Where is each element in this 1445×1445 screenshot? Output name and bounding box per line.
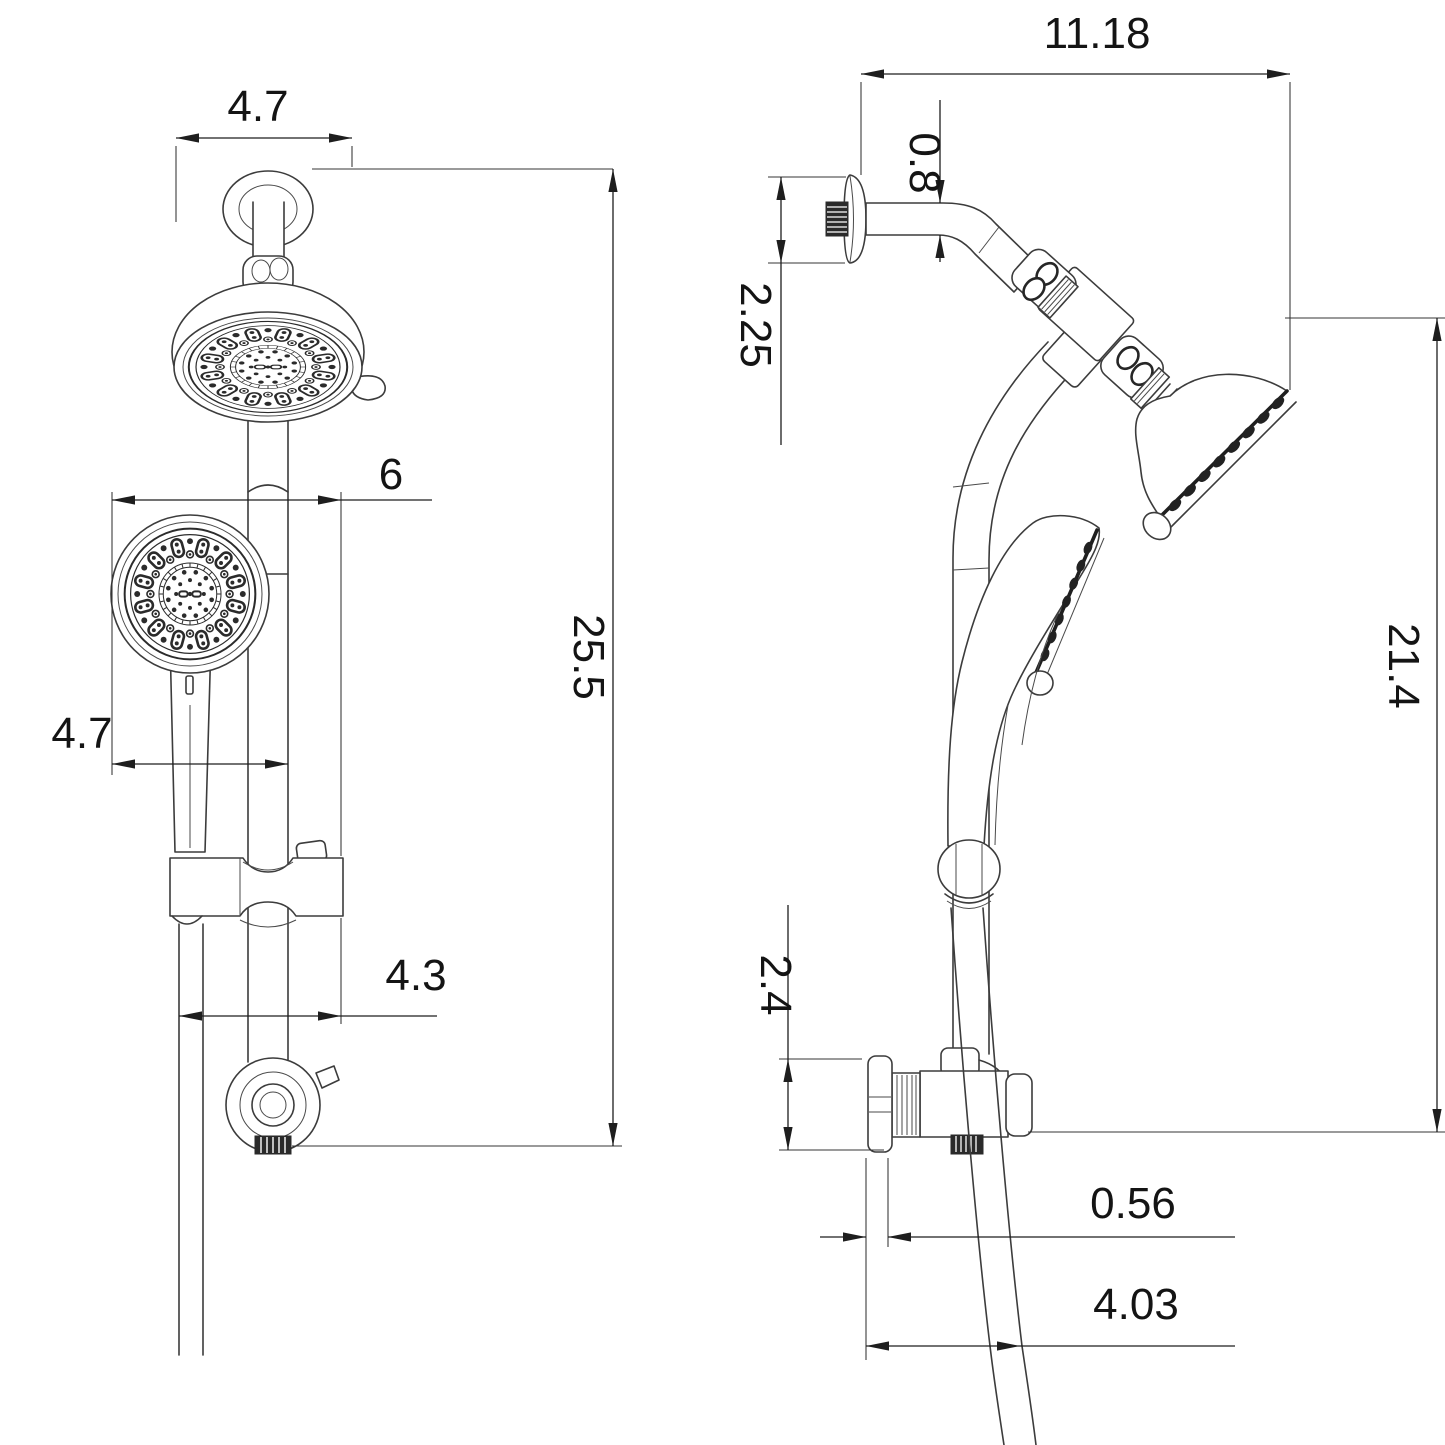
handheld-shower-front — [110, 514, 270, 853]
dim-slide-offset: 6 — [111, 450, 432, 856]
fixed-shower-head-front — [171, 282, 386, 423]
mount-tab — [315, 1065, 340, 1089]
slide-bracket-front — [169, 839, 344, 928]
hose-side — [950, 907, 1037, 1445]
mode-lever — [351, 375, 386, 401]
front-view: 4.7 25.5 6 4.7 4.3 — [51, 82, 622, 1356]
dim-hose-offset: 4.03 — [866, 1280, 1235, 1351]
dim-bracket-height: 2.4 — [751, 905, 884, 1151]
dim-overall-height: 25.5 — [292, 168, 622, 1147]
threaded-stub-bottom — [950, 1134, 984, 1155]
slider-ball-side — [937, 839, 1001, 909]
dim-vertical-drop-label: 21.4 — [1379, 623, 1428, 709]
dim-arm-diameter-label: 0.8 — [900, 132, 949, 193]
dim-handheld-width-label: 4.7 — [51, 709, 112, 758]
dim-flange-depth-label: 0.56 — [1090, 1179, 1176, 1228]
dim-head-width: 4.7 — [175, 82, 353, 222]
bottom-bracket-side — [867, 1047, 1033, 1155]
dim-head-width-label: 4.7 — [227, 82, 288, 131]
dim-handheld-width: 4.7 — [51, 709, 288, 769]
dim-bracket-span: 4.3 — [179, 918, 447, 1024]
threaded-stub-front — [254, 1135, 292, 1155]
dim-overall-depth-label: 11.18 — [1044, 9, 1151, 58]
side-view: 11.18 0.8 2.25 21.4 2.4 — [731, 9, 1445, 1445]
hose-front — [178, 923, 204, 1356]
ribbed-ring-lower — [1129, 366, 1171, 410]
dim-flange-depth: 0.56 — [820, 1158, 1235, 1360]
dim-bracket-span-label: 4.3 — [385, 951, 446, 1000]
shower-arm-front — [242, 198, 294, 297]
dim-slide-offset-label: 6 — [379, 450, 403, 499]
bottom-wall-mount-front — [225, 1057, 340, 1155]
dim-flange-height: 2.25 — [731, 176, 846, 445]
dim-overall-depth: 11.18 — [860, 9, 1291, 390]
pause-button — [185, 675, 194, 695]
fixed-head-nozzles — [187, 320, 349, 414]
dim-vertical-drop: 21.4 — [1028, 317, 1445, 1133]
fixed-head-spray-face — [1168, 396, 1285, 512]
shower-arm-side — [865, 202, 1039, 293]
diverter-assembly-side — [1011, 248, 1184, 417]
slide-bar-front — [247, 419, 289, 1063]
dim-flange-height-label: 2.25 — [731, 282, 780, 368]
wall-flange-side — [825, 174, 867, 264]
handheld-side — [947, 514, 1105, 847]
ribbed-ring-upper — [1037, 275, 1079, 319]
threaded-stub-side — [825, 201, 849, 237]
fixed-head-side — [1134, 373, 1297, 541]
dim-hose-offset-label: 4.03 — [1093, 1280, 1179, 1329]
dim-overall-height-label: 25.5 — [564, 614, 613, 700]
dim-arm-diameter: 0.8 — [900, 100, 949, 262]
handheld-nozzles — [123, 527, 257, 661]
dim-bracket-height-label: 2.4 — [751, 954, 800, 1015]
